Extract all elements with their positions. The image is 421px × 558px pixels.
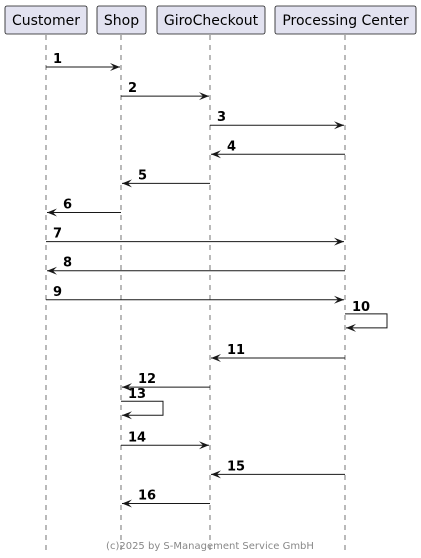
participant-label-processing: Processing Center [282,13,409,29]
message-label: 5 [138,168,147,183]
message-16: 16 [122,489,210,508]
participant-girocheckout: GiroCheckout [156,5,266,35]
participant-customer: Customer [4,5,88,35]
message-line [121,400,164,416]
message-14: 14 [121,430,209,450]
arrow-head [122,383,132,392]
message-15: 15 [211,459,345,479]
message-line [345,313,388,329]
message-label: 4 [227,139,236,154]
message-label: 13 [128,387,146,402]
message-5: 5 [122,168,210,188]
message-label: 16 [138,489,156,504]
arrow-head [211,470,221,479]
message-12: 12 [122,372,210,392]
message-label: 10 [352,300,370,315]
arrow-head [334,121,344,130]
message-9: 9 [46,285,344,304]
message-label: 3 [217,110,226,125]
arrow-head [346,323,356,332]
arrow-head [47,208,57,217]
message-label: 1 [53,52,62,67]
message-3: 3 [210,110,344,130]
message-4: 4 [211,139,345,159]
arrow-head [122,179,132,188]
message-label: 14 [128,430,146,445]
participant-label-girocheckout: GiroCheckout [164,13,259,29]
arrow-head [47,266,57,275]
arrow-head [334,295,344,304]
arrow-head [199,92,209,101]
participant-box-customer [4,5,88,35]
arrow-head [122,411,132,420]
message-1: 1 [46,52,120,71]
message-11: 11 [211,343,345,362]
arrow-head [334,237,344,246]
message-label: 8 [63,256,72,271]
message-10: 10 [345,300,388,332]
message-13: 13 [121,387,164,420]
copyright-footer: (c)2025 by S-Management Service GmbH [106,541,314,552]
message-label: 7 [53,227,62,242]
participants: Customer Shop GiroCheckout Processing Cente… [4,5,417,35]
participant-shop: Shop [96,5,147,35]
participant-box-girocheckout [156,5,266,35]
message-label: 12 [138,372,156,387]
message-label: 11 [227,343,245,358]
message-2: 2 [121,81,209,101]
arrow-head [211,354,221,362]
participant-label-customer: Customer [12,13,80,29]
participant-processing: Processing Center [274,5,417,35]
message-6: 6 [47,198,121,217]
participant-label-shop: Shop [104,13,139,29]
message-label: 6 [63,198,72,213]
arrow-head [211,150,221,159]
lifelines [45,35,346,552]
participant-box-shop [96,5,147,35]
message-label: 15 [227,459,245,474]
message-label: 9 [53,285,62,300]
message-8: 8 [47,256,345,275]
arrow-head [199,441,209,450]
participant-box-processing [274,5,417,35]
message-7: 7 [46,227,344,246]
arrow-head [110,63,120,71]
message-label: 2 [128,81,137,96]
arrow-head [122,499,132,508]
